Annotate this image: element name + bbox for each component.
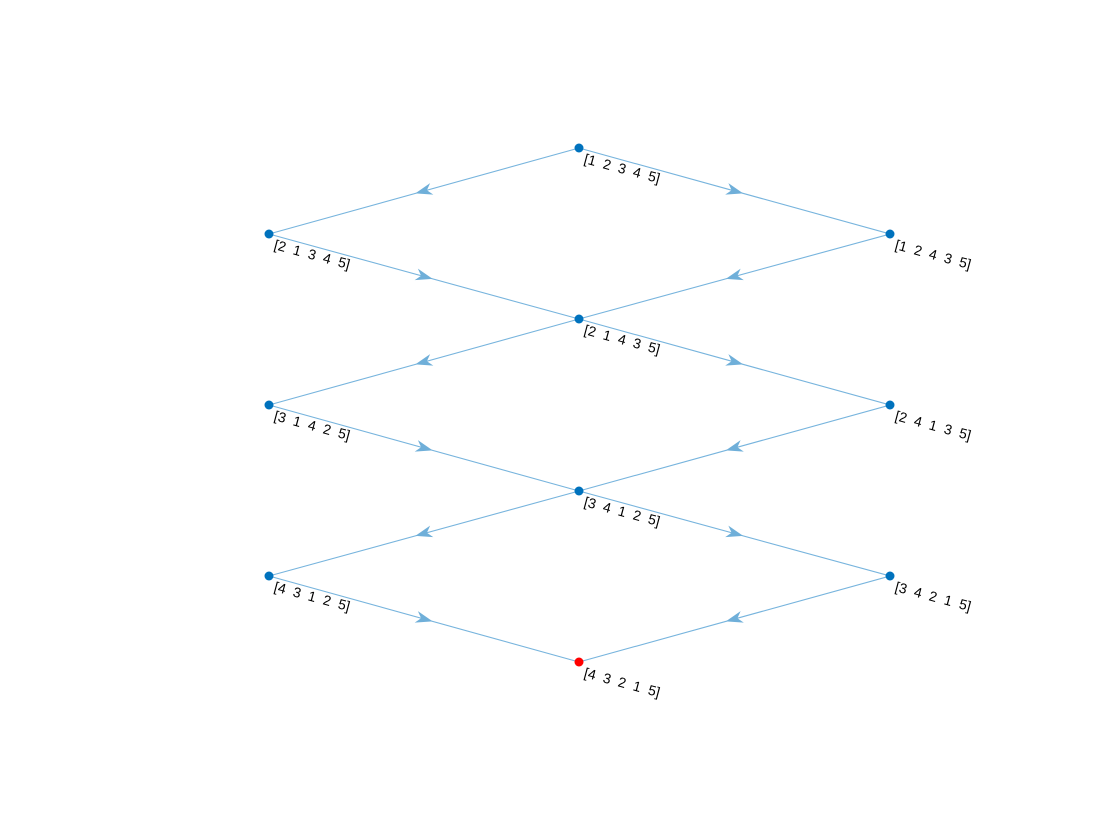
arrowhead-icon xyxy=(415,525,434,538)
node-label: [4 3 1 2 5] xyxy=(273,578,352,614)
node-label: [1 2 4 3 5] xyxy=(894,236,973,272)
graph-node xyxy=(885,400,895,410)
arrowhead-icon xyxy=(414,611,433,623)
graph-node xyxy=(574,486,584,496)
arrowhead-icon xyxy=(415,354,434,366)
arrowhead-icon xyxy=(725,525,744,538)
node-label: [4 3 2 1 5] xyxy=(583,664,662,700)
labels-layer: [1 2 3 4 5] [2 1 3 4 5] [1 2 4 3 5] [2 1 4 … xyxy=(273,150,973,700)
arrowhead-icon xyxy=(414,440,433,452)
graph-node xyxy=(574,143,584,153)
node-label: [2 1 3 4 5] xyxy=(273,236,352,272)
graph-node xyxy=(574,314,584,324)
node-label: [1 2 3 4 5] xyxy=(583,150,662,186)
arrows-layer xyxy=(414,183,744,623)
graph-node xyxy=(885,229,895,239)
arrowhead-icon xyxy=(725,611,744,623)
node-label: [3 4 1 2 5] xyxy=(583,493,662,529)
node-label: [2 4 1 3 5] xyxy=(894,407,973,443)
arrowhead-icon xyxy=(414,268,433,281)
graph-node xyxy=(264,571,274,581)
graph-node xyxy=(885,571,895,581)
node-label: [2 1 4 3 5] xyxy=(583,321,662,357)
node-label: [3 4 2 1 5] xyxy=(894,578,973,614)
graph-node xyxy=(264,229,274,239)
arrowhead-icon xyxy=(725,354,744,366)
nodes-layer xyxy=(264,143,895,667)
arrowhead-icon xyxy=(415,183,434,195)
node-label: [3 1 4 2 5] xyxy=(273,407,352,443)
edges-layer xyxy=(268,147,891,663)
graph-node xyxy=(264,400,274,410)
highlighted-node xyxy=(574,657,584,667)
arrowhead-icon xyxy=(725,183,744,195)
arrowhead-icon xyxy=(725,268,744,281)
arrowhead-icon xyxy=(725,440,744,452)
